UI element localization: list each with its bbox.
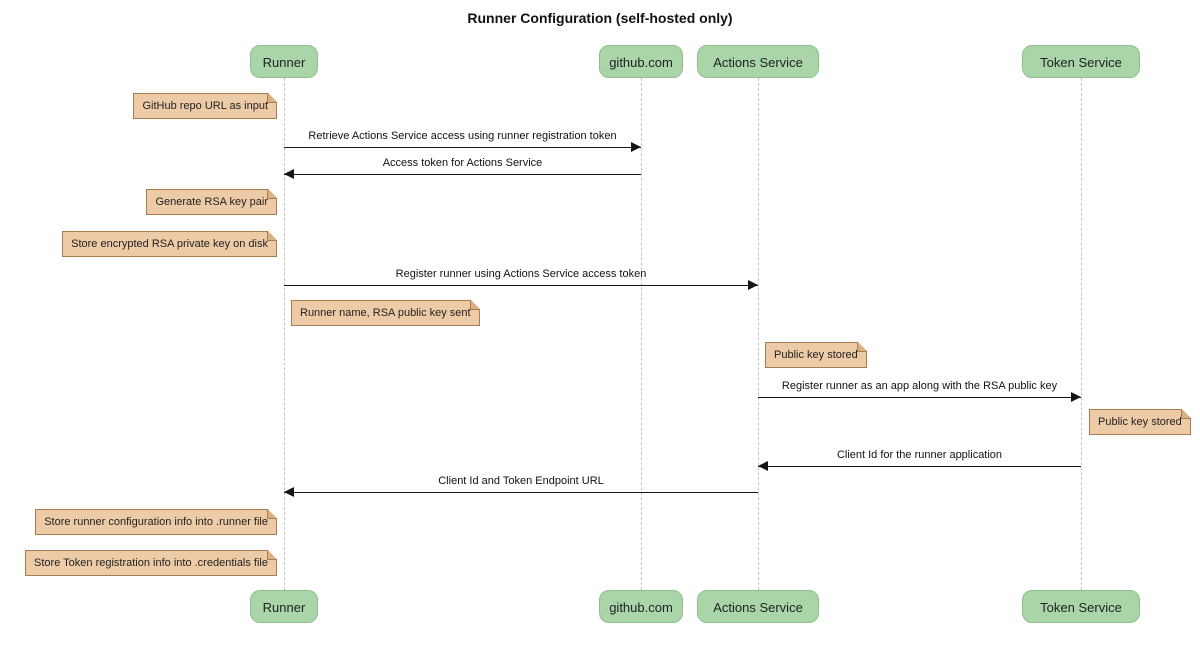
message-line-3	[284, 285, 758, 286]
note-4: Runner name, RSA public key sent	[291, 300, 480, 326]
note-fold-icon	[1180, 409, 1191, 419]
arrowhead-icon-1	[631, 142, 641, 152]
note-fold-icon	[469, 300, 480, 310]
lifeline-github	[641, 78, 642, 590]
message-label-6: Client Id and Token Endpoint URL	[438, 475, 604, 487]
message-label-5: Client Id for the runner application	[836, 449, 1003, 461]
message-label-4: Register runner as an app along with the…	[781, 380, 1058, 392]
participant-github-top: github.com	[599, 45, 683, 78]
participant-runner-top: Runner	[250, 45, 318, 78]
message-label-2: Access token for Actions Service	[382, 157, 543, 169]
note-8: Store Token registration info into .cred…	[25, 550, 277, 576]
note-7: Store runner configuration info into .ru…	[35, 509, 277, 535]
note-2: Generate RSA key pair	[146, 189, 277, 215]
arrowhead-icon-5	[758, 461, 768, 471]
note-fold-icon	[267, 509, 277, 519]
participant-token-top: Token Service	[1022, 45, 1140, 78]
participant-actions-bottom: Actions Service	[697, 590, 819, 623]
note-fold-icon	[267, 93, 277, 103]
participant-runner-bottom: Runner	[250, 590, 318, 623]
message-line-5	[758, 466, 1081, 467]
message-line-6	[284, 492, 758, 493]
arrowhead-icon-2	[284, 169, 294, 179]
note-5: Public key stored	[765, 342, 867, 368]
message-line-4	[758, 397, 1081, 398]
arrowhead-icon-4	[1071, 392, 1081, 402]
participant-github-bottom: github.com	[599, 590, 683, 623]
note-1: GitHub repo URL as input	[133, 93, 277, 119]
lifeline-actions	[758, 78, 759, 590]
arrowhead-icon-6	[284, 487, 294, 497]
message-line-2	[284, 174, 641, 175]
note-fold-icon	[267, 550, 277, 560]
note-3: Store encrypted RSA private key on disk	[62, 231, 277, 257]
lifeline-runner	[284, 78, 285, 590]
participant-token-bottom: Token Service	[1022, 590, 1140, 623]
message-line-1	[284, 147, 641, 148]
lifeline-token	[1081, 78, 1082, 590]
note-fold-icon	[267, 231, 277, 241]
message-label-1: Retrieve Actions Service access using ru…	[308, 130, 617, 142]
participant-actions-top: Actions Service	[697, 45, 819, 78]
page-title: Runner Configuration (self-hosted only)	[467, 10, 733, 26]
note-6: Public key stored	[1089, 409, 1191, 435]
note-fold-icon	[856, 342, 867, 352]
note-fold-icon	[267, 189, 277, 199]
message-label-3: Register runner using Actions Service ac…	[395, 268, 647, 280]
arrowhead-icon-3	[748, 280, 758, 290]
